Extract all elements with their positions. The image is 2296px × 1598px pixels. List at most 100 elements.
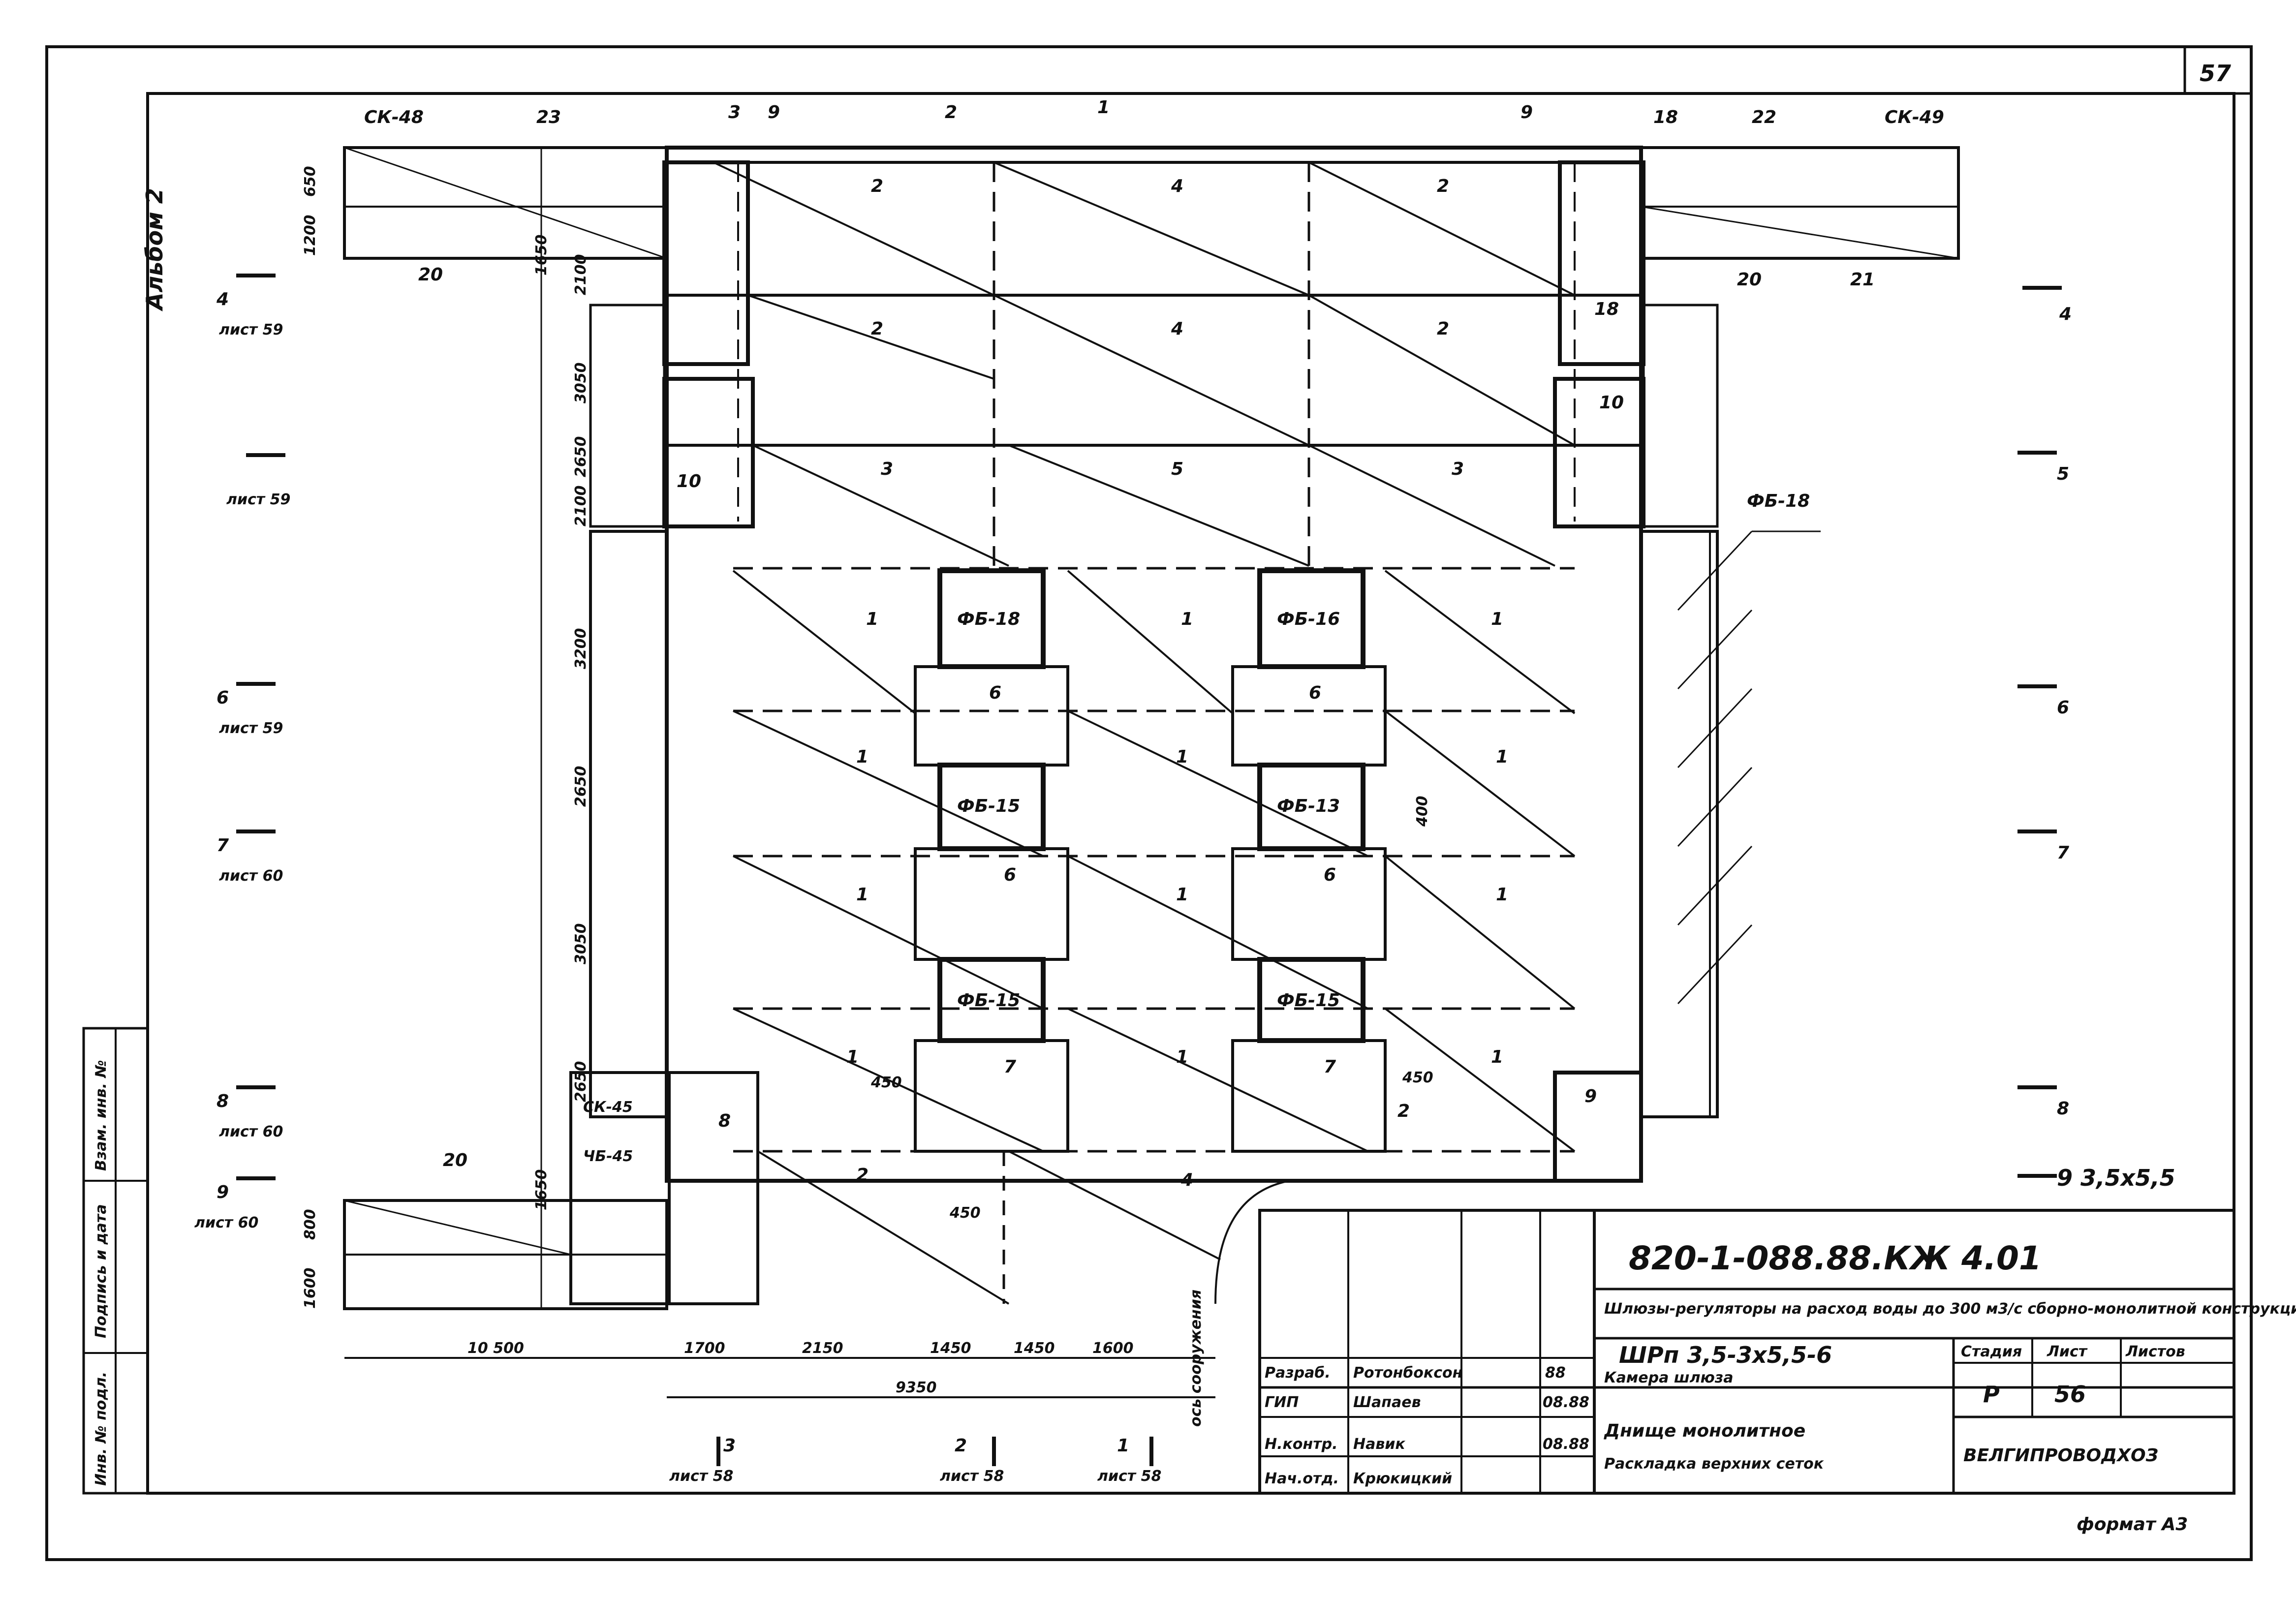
inner-frame	[146, 92, 2235, 1495]
stamp-part: Камера шлюза	[1604, 1369, 1733, 1386]
mesh-diag	[1008, 1150, 1221, 1260]
dim-v-2100b: 2100	[572, 486, 590, 527]
outer-frame	[45, 45, 2253, 1561]
mesh-diag	[747, 294, 994, 380]
wing-diag	[1641, 206, 1959, 259]
dim-1450b: 1450	[1014, 1340, 1055, 1357]
section-marks-bottom: 3 лист 58 2 лист 58 1 лист 58	[669, 1436, 1161, 1485]
label-n3-a: 3	[881, 459, 893, 479]
leader	[1677, 924, 1753, 1005]
dim-v-2650b: 2650	[572, 766, 590, 807]
mesh-diag	[1067, 710, 1368, 857]
label-n1-a: 1	[866, 609, 878, 629]
section-r8-num: 8	[2057, 1099, 2069, 1119]
mesh-diag	[1384, 1008, 1576, 1152]
label-n4-b: 4	[1171, 319, 1183, 339]
label-450-c: 450	[949, 1204, 981, 1222]
stamp-project: Шлюзы-регуляторы на расход воды до 300 м…	[1604, 1300, 2296, 1318]
label-n4-a: 4	[1171, 176, 1183, 196]
label-fb15a: ФБ-15	[957, 796, 1020, 816]
section-9-sheet: лист 60	[194, 1214, 258, 1231]
dim-v-2650c: 2650	[572, 1061, 590, 1103]
section-7-sheet: лист 60	[219, 867, 283, 885]
side-col-inv: Инв. № подл.	[93, 1372, 110, 1486]
label-n7-a: 7	[1004, 1057, 1016, 1077]
mesh-diag	[993, 294, 1309, 446]
label-n2-b: 2	[1437, 176, 1449, 196]
label-fb15c: ФБ-15	[1277, 990, 1340, 1011]
label-n1-i: 1	[1496, 885, 1508, 905]
mesh-diag	[1008, 444, 1309, 567]
dimensions-left: 1200 650 1650 2100 3050 2650 2100 3200 2…	[302, 148, 590, 1309]
leader	[1677, 530, 1753, 611]
right-wall	[1640, 530, 1719, 1118]
section-9-num: 9	[217, 1182, 229, 1202]
label-n2-d: 2	[1437, 319, 1449, 339]
mesh-diag	[1067, 570, 1234, 714]
leader	[1677, 845, 1753, 926]
label-n1-k: 1	[1176, 1047, 1188, 1067]
mesh-diag	[1384, 570, 1576, 714]
stamp-sheet-no: 56	[2054, 1381, 2086, 1408]
dim-v-3050b: 3050	[572, 923, 590, 965]
label-n5: 5	[1171, 459, 1183, 479]
label-fb13: ФБ-13	[1277, 796, 1340, 816]
plan	[343, 146, 1960, 1310]
label-n20-right: 20	[1737, 270, 1762, 290]
side-col-sign: Подпись и дата	[93, 1204, 110, 1338]
stamp-sheet-label: Лист	[2047, 1343, 2088, 1360]
title-block: 820-1-088.88.КЖ 4.01 Шлюзы-регуляторы на…	[1258, 1209, 2296, 1495]
right-abutment-top	[1558, 160, 1645, 366]
mesh-diag	[733, 1008, 1044, 1152]
section-marks-left: 4 лист 59 лист 59 6 лист 59 7 лист 60 8 …	[194, 274, 290, 1231]
stamp-title-2: Раскладка верхних сеток	[1604, 1455, 1824, 1473]
side-col-replace: Взам. инв. №	[93, 1060, 110, 1171]
page-number: 57	[2200, 60, 2231, 87]
label-fb16: ФБ-16	[1277, 609, 1340, 629]
bottom-1-sheet: лист 58	[1097, 1468, 1161, 1485]
section-4-sheet: лист 59	[219, 321, 283, 338]
label-sk45: СК-45	[583, 1099, 633, 1116]
mesh-diag	[733, 710, 1044, 857]
dim-2150: 2150	[802, 1340, 843, 1357]
label-n1-j: 1	[846, 1047, 859, 1067]
album-label: Альбом 2	[141, 188, 168, 311]
dim-v-650: 650	[302, 166, 319, 197]
label-400: 400	[1414, 796, 1431, 827]
mesh-diag	[1308, 294, 1575, 446]
leader	[1677, 688, 1753, 768]
stamp-org: ВЕЛГИПРОВОДХОЗ	[1963, 1445, 2158, 1466]
dim-1600: 1600	[1092, 1340, 1134, 1357]
label-n6-c: 6	[1004, 865, 1016, 885]
dim-10500: 10 500	[467, 1340, 524, 1357]
stamp-role-3: Н.контр.	[1265, 1436, 1337, 1453]
label-n1-l: 1	[1491, 1047, 1503, 1067]
pier-left-block-c	[914, 1039, 1069, 1153]
label-n21: 21	[1850, 270, 1875, 290]
mesh-diag	[1067, 855, 1368, 1010]
label-n9-bottom: 9	[1584, 1086, 1597, 1106]
label-fb18-right: ФБ-18	[1747, 491, 1810, 511]
stamp-name-2: Шапаев	[1353, 1394, 1421, 1411]
slab-outline	[665, 146, 1643, 1183]
label-vb45: ЧБ-45	[583, 1148, 633, 1165]
left-abutment-mid	[662, 377, 755, 528]
mesh-diag	[1384, 855, 1576, 1010]
dim-axis-label: ось сооружения	[1187, 1290, 1205, 1427]
section-r5-num: 5	[2057, 464, 2069, 484]
label-n9-right: 9	[1520, 102, 1533, 123]
leader	[1677, 767, 1753, 847]
label-n6-d: 6	[1324, 865, 1336, 885]
bottom-1-num: 1	[1117, 1436, 1129, 1456]
stamp-code: 820-1-088.88.КЖ 4.01	[1629, 1239, 2042, 1277]
label-n1-h: 1	[1176, 885, 1188, 905]
label-n1-d: 1	[856, 747, 869, 767]
wing-diag	[344, 1199, 571, 1256]
label-n6-a: 6	[989, 683, 1001, 703]
stamp-date-3: 08.88	[1543, 1436, 1589, 1453]
label-n2-a: 2	[871, 176, 883, 196]
stamp-date-2: 08.88	[1543, 1394, 1589, 1411]
pier-left-block-a	[914, 665, 1069, 767]
label-n2-e: 2	[1397, 1101, 1410, 1121]
label-n3-top: 3	[728, 102, 741, 123]
